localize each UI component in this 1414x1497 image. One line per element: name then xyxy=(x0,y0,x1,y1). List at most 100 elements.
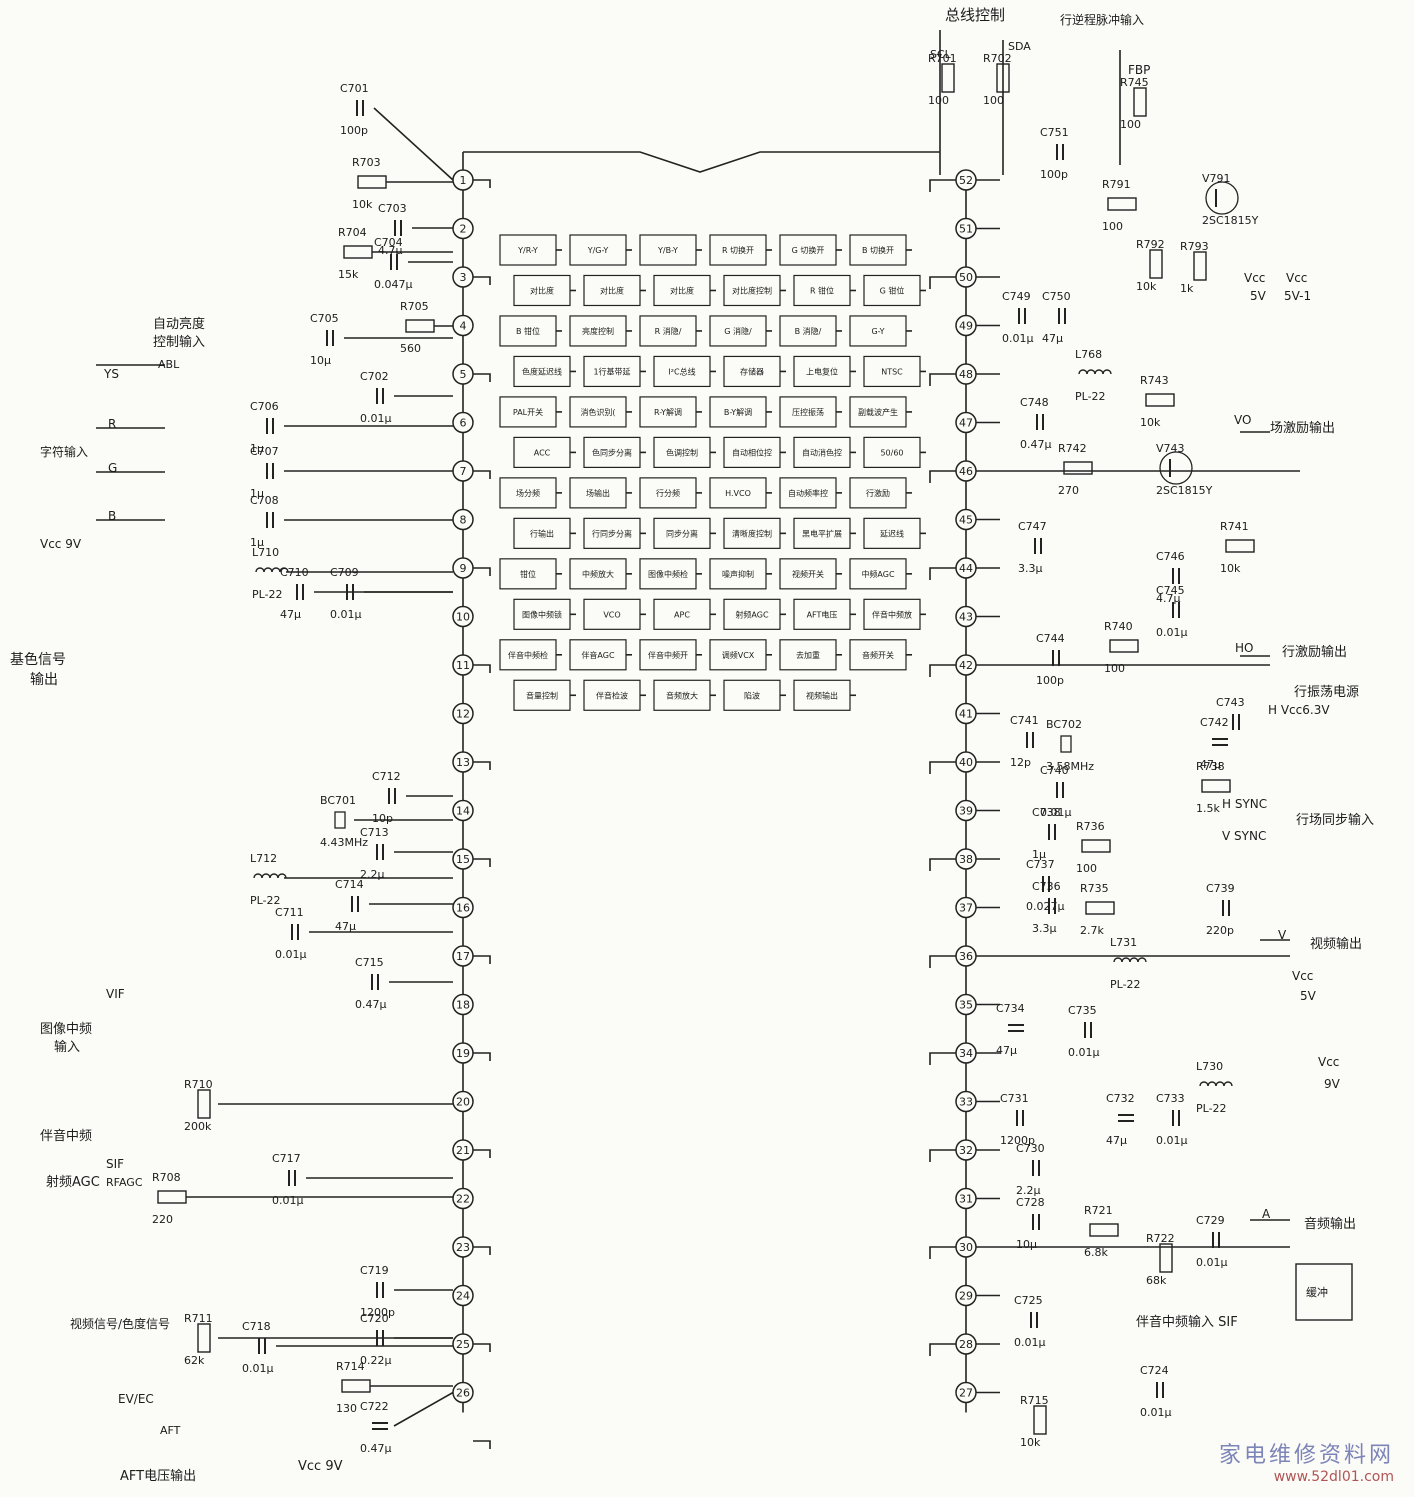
ic-pin-number: 50 xyxy=(959,271,973,284)
component-value: 1μ xyxy=(1032,848,1046,861)
inner-block-label: 伴音中频检 xyxy=(508,650,548,660)
signal-label-sif: SIF xyxy=(106,1157,124,1171)
component-value: 10k xyxy=(1020,1436,1041,1449)
ic-pin-number: 21 xyxy=(456,1144,470,1157)
component-value: 0.22μ xyxy=(360,1354,392,1367)
ic-pin-number: 12 xyxy=(456,708,470,721)
ic-pin-right: 34 xyxy=(955,1042,977,1064)
component-ref: C702 xyxy=(360,370,389,383)
inner-block-label: B-Y解调 xyxy=(724,407,752,417)
component-ref: C739 xyxy=(1206,882,1235,895)
ic-pin-right: 37 xyxy=(955,896,977,919)
component-value: 4.7μ xyxy=(378,244,403,257)
component-value: 10μ xyxy=(1016,1238,1037,1251)
ic-pin-number: 31 xyxy=(959,1193,973,1206)
component-ref: C719 xyxy=(360,1264,389,1277)
inner-block: 伴音中频放 xyxy=(863,598,921,630)
component-ref: R705 xyxy=(400,300,429,313)
inner-block: 伴音中频开 xyxy=(639,639,697,671)
component-value: PL-22 xyxy=(252,588,283,601)
inner-block-label: B 钳位 xyxy=(516,326,540,336)
signal-label-scl: SCL xyxy=(930,48,952,61)
signal-label-b: B xyxy=(108,509,116,523)
component-ref: C747 xyxy=(1018,520,1047,533)
component-value: 1μ xyxy=(250,536,264,549)
inner-block-label: 色度延迟线 xyxy=(522,366,562,376)
inner-block: 音量控制 xyxy=(513,679,571,711)
ic-pin-right: 44 xyxy=(955,557,977,579)
ic-pin-right: 47 xyxy=(955,411,977,434)
component-value: 0.01μ xyxy=(272,1194,304,1207)
inner-block-label: 射频AGC xyxy=(735,609,769,619)
inner-block: 自动相位控 xyxy=(723,436,781,468)
component-ref: R735 xyxy=(1080,882,1109,895)
ic-pin-right: 51 xyxy=(955,217,977,240)
component-ref: C725 xyxy=(1014,1294,1043,1307)
component-ref: C750 xyxy=(1042,290,1071,303)
component-value: 10k xyxy=(1140,416,1161,429)
ic-pin-right: 40 xyxy=(955,751,977,773)
inner-block: 行分频 xyxy=(639,477,697,509)
ic-pin-left: 9 xyxy=(452,557,474,579)
signal-label-fbp-input: 行逆程脉冲输入 xyxy=(1060,12,1144,27)
signal-label-v9v-r: 9V xyxy=(1324,1077,1341,1091)
inner-block-label: R 消隐/ xyxy=(655,326,682,336)
inner-block-label: I²C总线 xyxy=(668,366,695,376)
component-ref: C742 xyxy=(1200,716,1229,729)
component-ref: C704 xyxy=(374,236,403,249)
watermark: 家电维修资料网 www.52dl01.com xyxy=(1219,1437,1394,1485)
component-value: 10k xyxy=(1220,562,1241,575)
ic-pin-right: 46 xyxy=(955,460,977,482)
ic-pin-number: 38 xyxy=(959,853,973,866)
inner-block-label: 场输出 xyxy=(586,488,610,498)
inner-block-label: R-Y解调 xyxy=(654,407,682,417)
component-ref: R721 xyxy=(1084,1204,1113,1217)
component-value: 10μ xyxy=(310,354,331,367)
component-value: 6.8k xyxy=(1084,1246,1108,1259)
component-value: 100p xyxy=(1036,674,1064,687)
inner-block: I²C总线 xyxy=(653,355,711,388)
inner-block-label: 色同步分离 xyxy=(592,447,632,457)
component-ref: C715 xyxy=(355,956,384,969)
inner-block-label: 对比度 xyxy=(600,285,624,295)
inner-block-label: 50/60 xyxy=(880,448,903,457)
ic-pin-right: 42 xyxy=(955,654,977,676)
inner-block: 同步分离 xyxy=(653,517,711,549)
inner-block-label: 同步分离 xyxy=(666,528,698,538)
component-ref: R740 xyxy=(1104,620,1133,633)
inner-block-label: Y/B-Y xyxy=(657,246,678,255)
ic-pin-right: 50 xyxy=(955,266,977,288)
inner-block-label: 清晰度控制 xyxy=(732,528,772,538)
component-ref: R710 xyxy=(184,1078,213,1091)
inner-block-label: 1行基带延 xyxy=(593,366,630,376)
ic-pin-number: 52 xyxy=(959,174,973,187)
inner-block: B 钳位 xyxy=(499,315,557,347)
ic-pin-left: 10 xyxy=(452,605,474,628)
ic-pin-number: 45 xyxy=(959,514,973,527)
component-value: 1.5k xyxy=(1196,802,1220,815)
signal-label-vcc-5v-r: Vcc xyxy=(1292,969,1313,983)
signal-label-h-sync: H SYNC xyxy=(1222,797,1267,811)
ic-pin-number: 30 xyxy=(959,1241,973,1254)
signal-label-vcc9v: Vcc 9V xyxy=(40,537,82,551)
inner-block: 视频开关 xyxy=(779,558,837,590)
inner-block-label: 视频开关 xyxy=(792,569,824,579)
